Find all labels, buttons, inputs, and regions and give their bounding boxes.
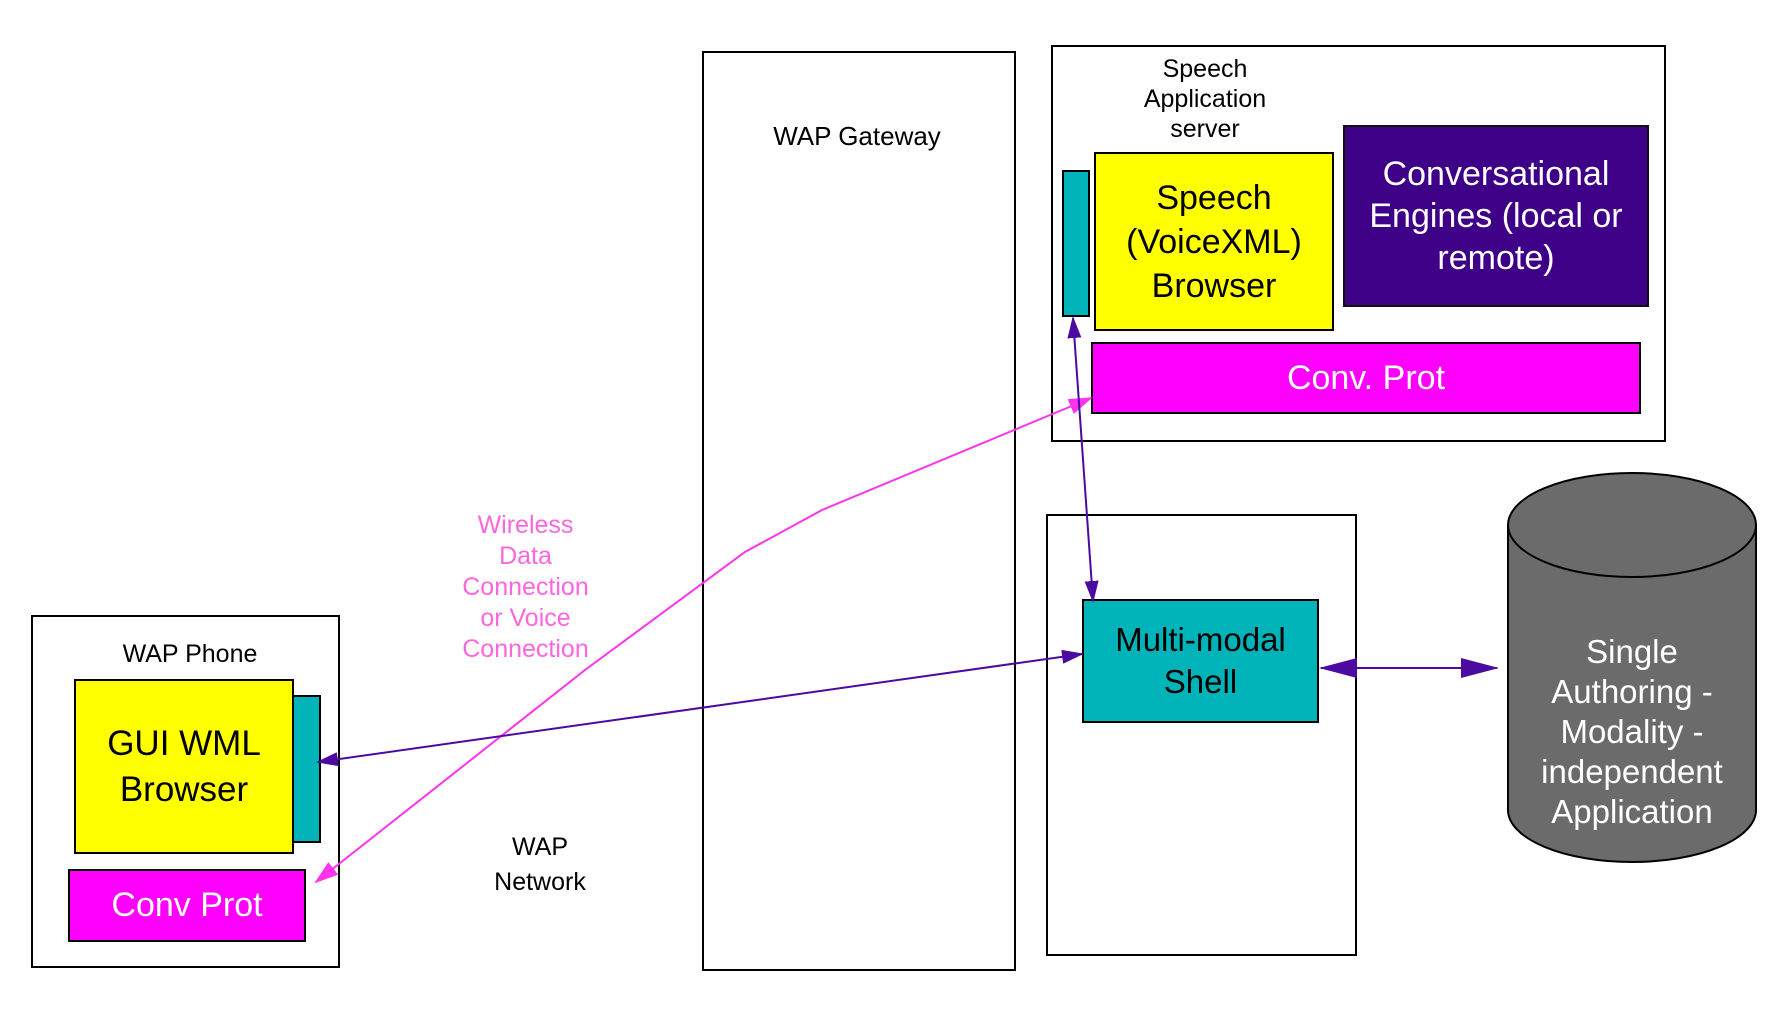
speech-browser-label: Speech (VoiceXML) Browser xyxy=(1126,178,1302,305)
shell-speech-arrow xyxy=(1067,316,1099,603)
conversational-engines: Conversational Engines (local or remote) xyxy=(1343,125,1649,307)
speech-conv-prot-label: Conv. Prot xyxy=(1286,358,1446,397)
gui-wml-browser: GUI WML Browser xyxy=(74,679,294,854)
conversational-engines-label: Conversational Engines (local or remote) xyxy=(1369,155,1623,277)
phone-conv-prot-label: Conv Prot xyxy=(111,886,263,924)
speech-server-label: Speech Application server xyxy=(1143,55,1267,143)
speech-voicexml-browser: Speech (VoiceXML) Browser xyxy=(1094,152,1334,331)
speech-conv-prot: Conv. Prot xyxy=(1091,342,1641,414)
wap-phone-label: WAP Phone xyxy=(122,640,258,668)
multimodal-shell-label: Multi-modal Shell xyxy=(1115,621,1286,700)
multimodal-shell: Multi-modal Shell xyxy=(1082,599,1319,723)
wireless-connection-arrow xyxy=(314,397,1093,884)
application-label: Single Authoring - Modality -independent… xyxy=(1541,633,1723,830)
shell-phone-arrow xyxy=(316,649,1084,767)
gui-wml-browser-label: GUI WML Browser xyxy=(107,723,261,809)
speech-browser-connector xyxy=(1062,170,1090,317)
wap-gateway-label: WAP Gateway xyxy=(773,121,941,151)
phone-conv-prot: Conv Prot xyxy=(68,869,306,942)
application-cylinder xyxy=(1507,472,1757,863)
